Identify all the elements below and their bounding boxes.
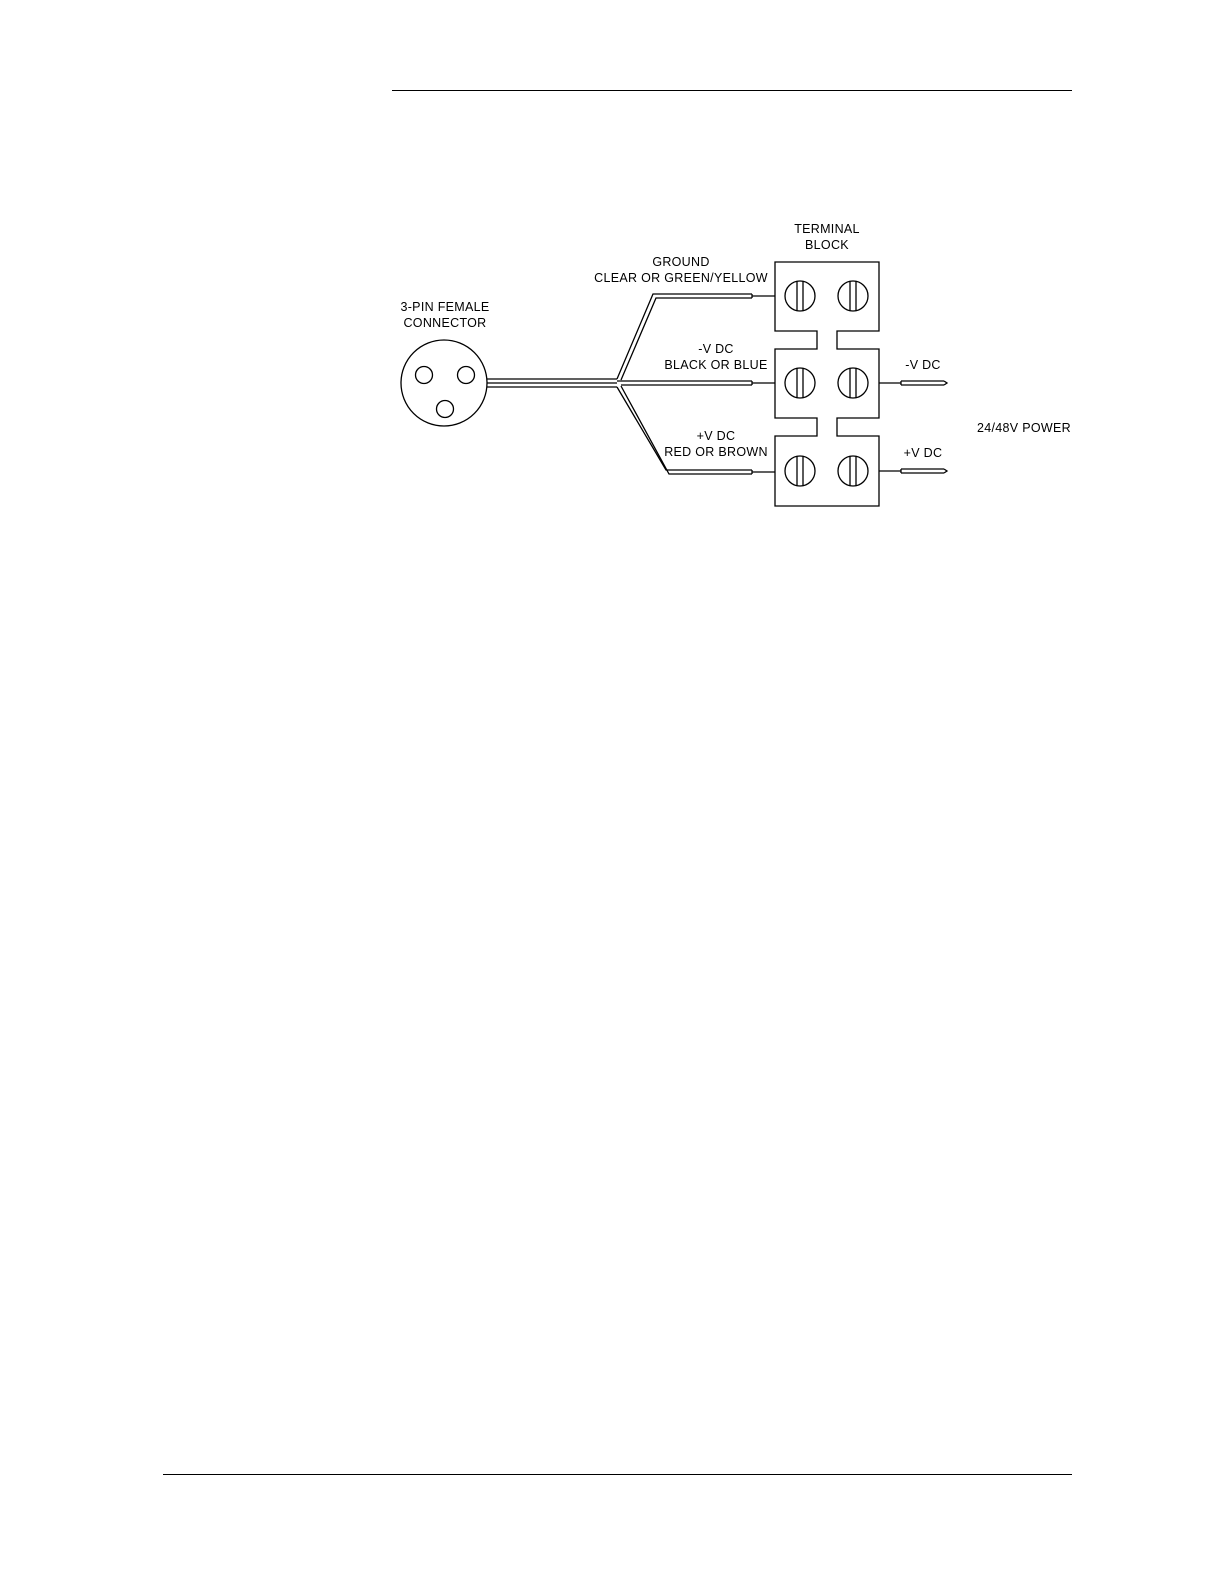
wiring-diagram: 3-PIN FEMALE CONNECTOR GROUND CLEAR OR G…	[0, 0, 1224, 600]
ground-label-line1: GROUND	[652, 255, 709, 269]
plus-v-power-lead	[879, 469, 947, 473]
minus-v-power-lead	[879, 381, 947, 385]
connector-label-line2: CONNECTOR	[403, 316, 486, 330]
power-source-label: 24/48V POWER	[977, 421, 1071, 435]
plus-v-power-label: +V DC	[904, 446, 943, 460]
ground-label-line2: CLEAR OR GREEN/YELLOW	[594, 271, 768, 285]
minus-v-wire	[617, 381, 775, 385]
minus-v-power-label: -V DC	[905, 358, 941, 372]
cable	[487, 379, 617, 387]
connector-pin-1	[416, 367, 433, 384]
terminal-block	[775, 262, 879, 506]
connector-pin-2	[458, 367, 475, 384]
connector-body	[401, 340, 487, 426]
plus-v-label-line1: +V DC	[697, 429, 736, 443]
plus-v-label-line2: RED OR BROWN	[664, 445, 768, 459]
terminal-block-label-line2: BLOCK	[805, 238, 849, 252]
terminal-block-label-line1: TERMINAL	[794, 222, 860, 236]
connector	[401, 340, 487, 426]
footer-rule	[163, 1474, 1072, 1475]
connector-label-line1: 3-PIN FEMALE	[400, 300, 489, 314]
connector-pin-3	[437, 401, 454, 418]
minus-v-label-line1: -V DC	[698, 342, 734, 356]
minus-v-label-line2: BLACK OR BLUE	[664, 358, 767, 372]
